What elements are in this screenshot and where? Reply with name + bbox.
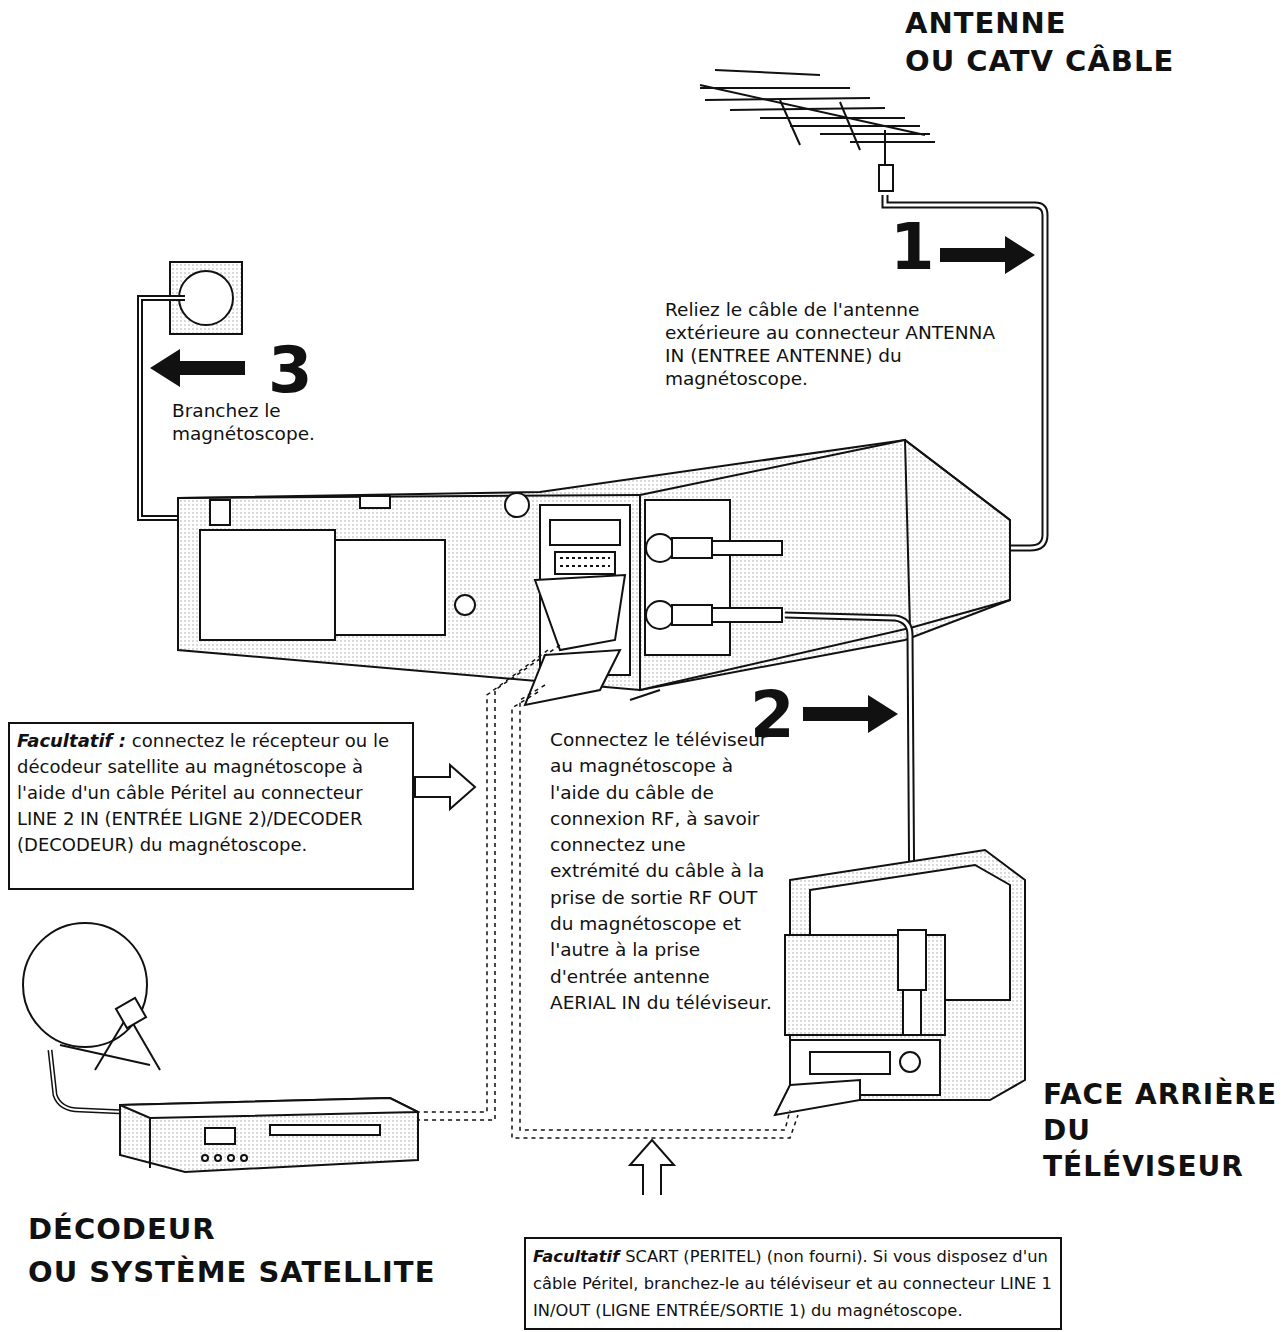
- heading: OU SYSTÈME SATELLITE: [28, 1255, 435, 1289]
- step-arrow: [150, 349, 245, 387]
- step-text: Reliez le câble de l'antenne extérieure …: [665, 298, 1010, 390]
- step-arrow: [940, 236, 1035, 274]
- scart-cable: [512, 692, 798, 1138]
- callout-number: 1: [890, 212, 935, 282]
- note-box: Facultatif :connectez le récepteur ou le…: [8, 722, 414, 890]
- step-text: Branchez le magnétoscope.: [172, 399, 352, 445]
- satellite-dish: [23, 923, 160, 1070]
- step-text: Connectez le téléviseur au magnétoscope …: [550, 727, 775, 1016]
- dish-cable: [50, 1050, 125, 1112]
- pointer-arrow: [415, 765, 475, 809]
- step-arrow: [803, 695, 898, 733]
- heading: OU CATV CÂBLE: [905, 44, 1174, 78]
- antenna: [700, 70, 935, 191]
- dish-cable: [50, 1050, 125, 1112]
- heading: FACE ARRIÈRE DU TÉLÉVISEUR: [1043, 1077, 1287, 1185]
- pointer-arrow: [630, 1140, 674, 1195]
- scart-cable: [418, 650, 548, 1112]
- scart-cable: [520, 685, 790, 1130]
- note-heading: Facultatif: [533, 1247, 619, 1266]
- decoder: [120, 1098, 418, 1172]
- coax-plug: [672, 538, 782, 625]
- callout-number: 3: [268, 335, 313, 405]
- note-heading: Facultatif :: [17, 730, 126, 751]
- scart-cable: [418, 645, 560, 1120]
- television: [775, 850, 1025, 1115]
- note-box: FacultatifSCART (PERITEL) (non fourni). …: [524, 1237, 1062, 1330]
- heading: DÉCODEUR: [28, 1212, 216, 1246]
- vcr: [178, 440, 1010, 705]
- heading: ANTENNE: [905, 6, 1067, 40]
